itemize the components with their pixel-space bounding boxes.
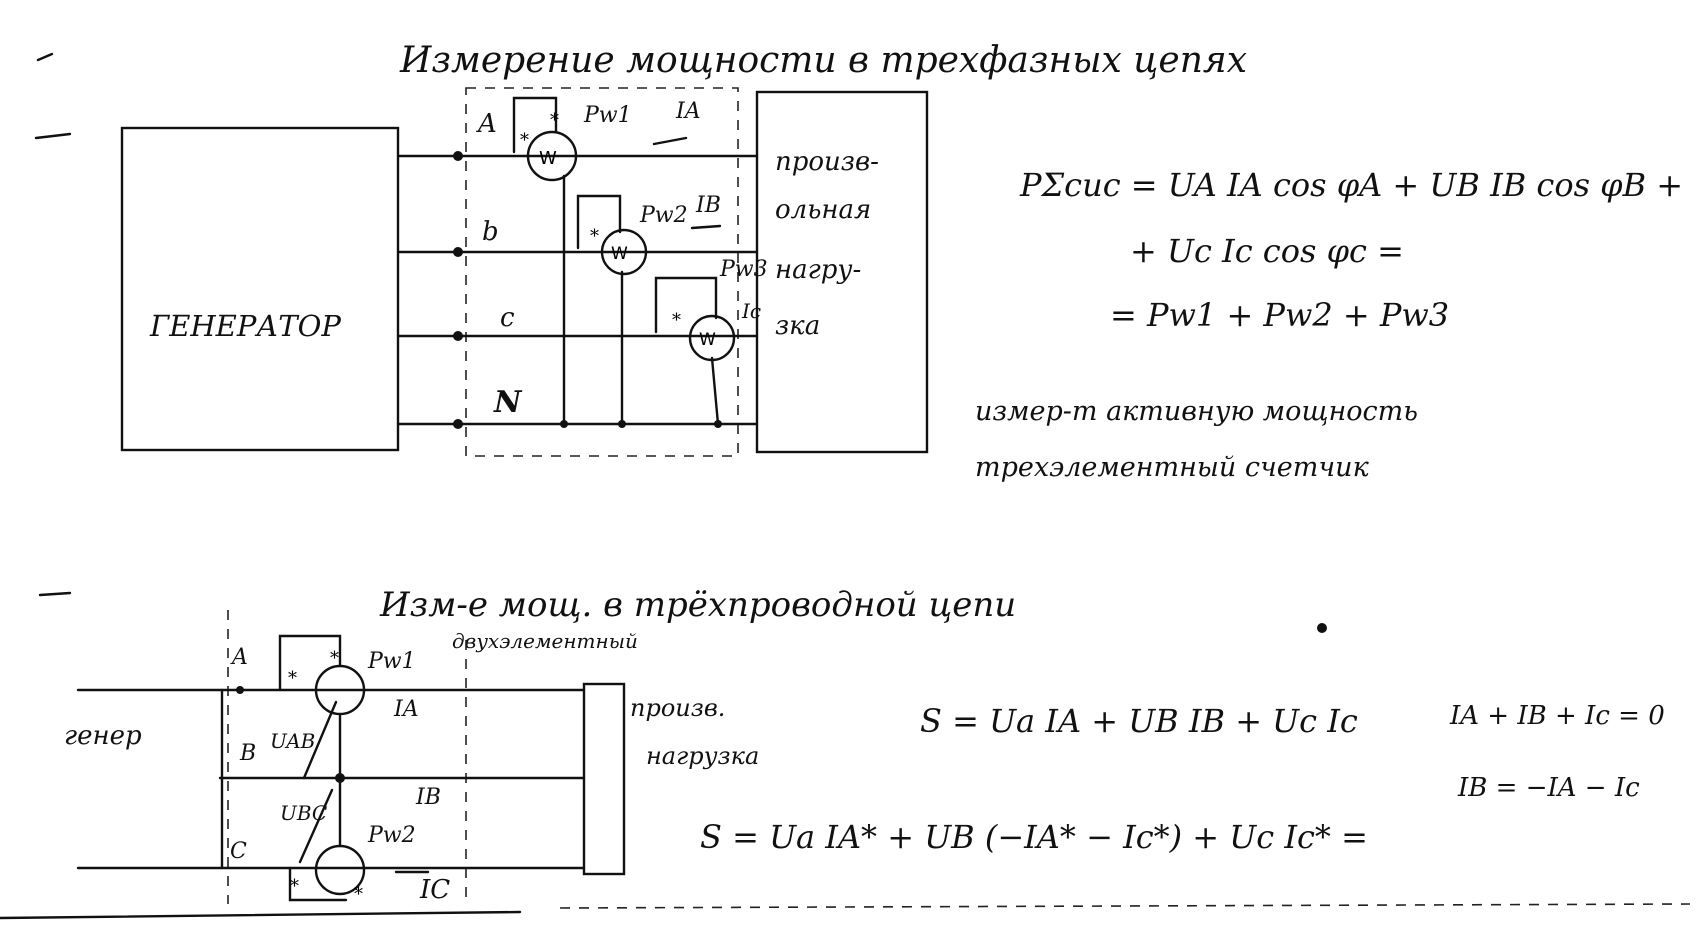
bottom-title: Изм-е мощ. в трёхпроводной цепи: [379, 585, 1016, 625]
bottom-wattmeter-2-symbol: [314, 844, 366, 896]
note-line-1: измер-т активную мощность: [975, 396, 1418, 427]
phase-label-c: c: [500, 303, 515, 333]
bottom-current-label-a: IA: [393, 697, 419, 722]
star-marker-icon: *: [290, 876, 299, 897]
wm2-voltage-lead: [576, 194, 622, 250]
bottom-subtitle: двухэлементный: [452, 629, 638, 653]
bottom-wattmeter-1-symbol: [314, 664, 366, 716]
bottom-wm2-lead: [288, 866, 348, 902]
arrow-icon: [690, 224, 722, 230]
wattmeter-2-label: Pw2: [639, 203, 688, 228]
generator-label: ГЕНЕРАТОР: [149, 309, 341, 343]
margin-mark: [38, 591, 72, 597]
node-a: [453, 151, 463, 161]
bottom-wattmeter-2-label: Pw2: [367, 823, 416, 848]
ink-dot: [1317, 623, 1327, 633]
node-c: [453, 331, 463, 341]
bottom-circuit: генер произв. нагрузка A B C * * Pw1 * *…: [64, 610, 759, 905]
bottom-phase-label-b: B: [239, 741, 256, 766]
top-title: Измерение мощности в трехфазных цепях: [399, 40, 1247, 81]
formula-line-1: PΣсис = UA IA cos φA + UB IB cos φB +: [1019, 166, 1683, 204]
wattmeter-3-label: Pw3: [719, 257, 768, 282]
bottom-phase-label-c: C: [230, 839, 247, 864]
wattmeter-3-symbol: [688, 314, 736, 362]
current-label-b: IB: [695, 193, 721, 218]
formula-line-2: + Uc Ic cos φc =: [1130, 232, 1404, 270]
phase-label-n: N: [493, 385, 523, 420]
star-marker-icon: *: [288, 668, 297, 689]
arrow-icon: [652, 136, 688, 146]
note-line-2: трехэлементный счетчик: [975, 452, 1370, 483]
load-label-2: ольная: [775, 195, 871, 225]
node-b: [453, 247, 463, 257]
load-label-4: зка: [775, 311, 820, 341]
load-box: [755, 90, 929, 454]
wattmeter-1-symbol: [526, 130, 578, 182]
wm3-neutral-lead: [710, 356, 720, 426]
measurement-boundary: [465, 87, 739, 457]
kcl-equation: IA + IB + Ic = 0: [1449, 701, 1665, 731]
wattmeter-2-w: W: [611, 244, 628, 264]
load-label-1: произв-: [775, 147, 879, 177]
voltage-arrow-ubc: [298, 788, 334, 864]
wattmeter-1-label: Pw1: [583, 103, 632, 128]
formula-s: S = Ua IA + UB IB + Uc Ic: [920, 702, 1358, 740]
wattmeter-3-w: W: [699, 330, 716, 350]
bottom-load-box: [582, 682, 626, 876]
star-marker-icon: *: [550, 110, 559, 131]
junction-dot: [560, 420, 568, 428]
phase-label-a: A: [476, 109, 497, 139]
current-label-c: Ic: [741, 299, 761, 323]
wattmeter-2-symbol: [600, 228, 648, 276]
bottom-wattmeter-1-label: Pw1: [367, 649, 416, 674]
bottom-current-label-b: IB: [415, 785, 441, 810]
wm3-voltage-lead: [654, 276, 718, 334]
page-edge-dashed: [559, 903, 1691, 909]
bottom-load-label-1: произв.: [630, 694, 725, 722]
star-marker-icon: *: [590, 226, 599, 247]
bottom-load-label-2: нагрузка: [646, 742, 759, 770]
voltage-label-uab: UAB: [270, 729, 315, 753]
formula-s-conjugate: S = Ua IA* + UB (−IA* − Ic*) + Uc Ic* =: [700, 818, 1368, 856]
margin-mark: [36, 52, 54, 62]
node-a: [236, 686, 244, 694]
phase-label-b: b: [482, 217, 499, 247]
star-marker-icon: *: [520, 130, 529, 151]
voltage-label-ubc: UBC: [280, 801, 327, 825]
star-marker-icon: *: [354, 884, 363, 905]
junction-dot: [714, 420, 722, 428]
wattmeter-1-w: W: [539, 148, 557, 169]
voltage-arrow-uab: [302, 700, 338, 780]
ib-expression: IB = −IA − Ic: [1457, 773, 1640, 803]
bottom-wm1-lead: [278, 634, 342, 692]
star-marker-icon: *: [330, 648, 339, 669]
generator-box: [120, 126, 400, 452]
page-edge-line: [0, 910, 522, 920]
node-n: [453, 419, 463, 429]
star-marker-icon: *: [672, 310, 681, 331]
bottom-phase-label-a: A: [230, 645, 248, 670]
bottom-generator-label: генер: [64, 721, 142, 751]
junction-dot: [618, 420, 626, 428]
formula-line-3: = Pw1 + Pw2 + Pw3: [1110, 296, 1449, 334]
margin-mark: [34, 132, 72, 140]
top-circuit: ГЕНЕРАТОР произв- ольная нагру- зка A b …: [120, 87, 929, 457]
load-label-3: нагру-: [775, 255, 861, 285]
bottom-current-label-c: IC: [419, 875, 450, 905]
wm1-voltage-lead: [512, 96, 558, 154]
current-label-a: IA: [675, 99, 701, 124]
